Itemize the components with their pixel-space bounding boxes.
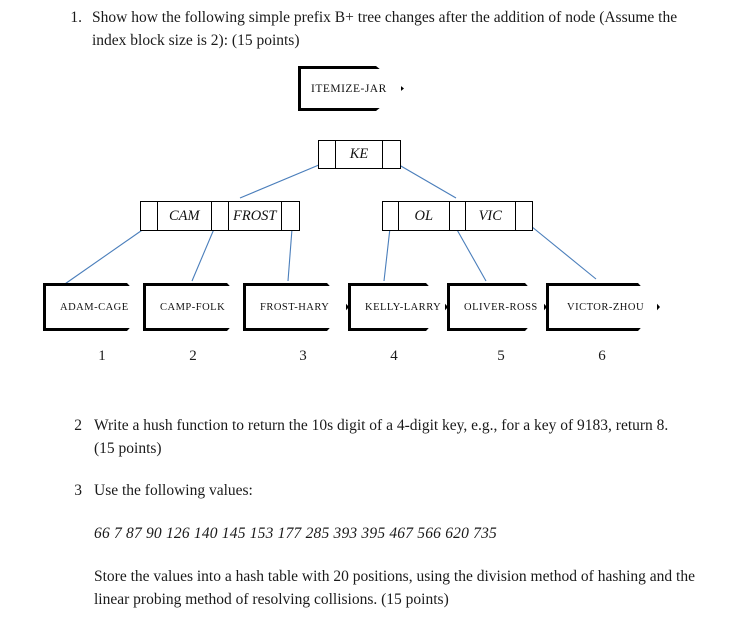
index-pointer-cell[interactable] — [450, 202, 466, 230]
leaf-node-label: OLIVER-ROSS — [464, 301, 538, 313]
index-pointer-cell[interactable] — [141, 202, 158, 230]
data-node-itemize-jar[interactable]: ITEMIZE-JAR — [298, 66, 404, 111]
question-3-body: Use the following values: 66 7 87 90 126… — [94, 479, 698, 611]
question-3-text: Use the following values: — [94, 482, 253, 499]
question-3-values-list: 66 7 87 90 126 140 145 153 177 285 393 3… — [94, 525, 497, 542]
leaf-node-label: KELLY-LARRY — [365, 301, 442, 313]
index-node-left[interactable]: CAM FROST — [140, 201, 300, 231]
index-pointer-cell[interactable] — [516, 202, 532, 230]
index-key-vic[interactable]: VIC — [466, 202, 516, 230]
question-2-number: 2 — [74, 417, 82, 434]
index-pointer-cell[interactable] — [383, 202, 399, 230]
leaf-node-adam-cage[interactable]: ADAM-CAGE — [43, 283, 149, 331]
leaf-node-label: CAMP-FOLK — [160, 301, 226, 313]
index-key-ke[interactable]: KE — [336, 141, 383, 168]
leaf-node-kelly-larry[interactable]: KELLY-LARRY — [348, 283, 448, 331]
question-3: 3 Use the following values: 66 7 87 90 1… — [60, 479, 700, 611]
leaf-number-5: 5 — [497, 348, 505, 364]
connector-lines — [61, 161, 597, 287]
index-pointer-cell[interactable] — [319, 141, 336, 168]
leaf-number-4: 4 — [390, 348, 398, 364]
leaf-number-1: 1 — [98, 348, 106, 364]
leaf-number-2: 2 — [189, 348, 197, 364]
leaf-number-6: 6 — [598, 348, 606, 364]
leaf-node-victor-zhou[interactable]: VICTOR-ZHOU — [546, 283, 660, 331]
index-key-ol[interactable]: OL — [399, 202, 450, 230]
question-1: 1. Show how the following simple prefix … — [60, 6, 690, 52]
index-node-right[interactable]: OL VIC — [382, 201, 533, 231]
index-pointer-cell[interactable] — [282, 202, 299, 230]
question-3-followup-text: Store the values into a hash table with … — [94, 568, 695, 608]
index-pointer-cell[interactable] — [212, 202, 229, 230]
question-3-number: 3 — [74, 482, 82, 499]
question-1-text: Show how the following simple prefix B+ … — [92, 9, 678, 49]
question-2-text: Write a hush function to return the 10s … — [94, 417, 669, 457]
bplus-tree-diagram: ITEMIZE-JAR KE CAM FROST OL VIC ADAM-CAG… — [0, 0, 743, 364]
data-node-label: ITEMIZE-JAR — [311, 82, 387, 95]
leaf-node-oliver-ross[interactable]: OLIVER-ROSS — [447, 283, 547, 331]
index-pointer-cell[interactable] — [383, 141, 400, 168]
leaf-node-frost-hary[interactable]: FROST-HARY — [243, 283, 349, 331]
leaf-node-label: FROST-HARY — [260, 301, 330, 313]
question-2: 2 Write a hush function to return the 10… — [60, 414, 690, 460]
leaf-node-camp-folk[interactable]: CAMP-FOLK — [143, 283, 249, 331]
question-1-number: 1. — [70, 9, 82, 26]
leaf-node-label: VICTOR-ZHOU — [567, 301, 645, 313]
leaf-node-label: ADAM-CAGE — [60, 301, 129, 313]
index-key-frost[interactable]: FROST — [229, 202, 282, 230]
index-node-root[interactable]: KE — [318, 140, 401, 169]
leaf-number-3: 3 — [299, 348, 307, 364]
index-key-cam[interactable]: CAM — [158, 202, 212, 230]
